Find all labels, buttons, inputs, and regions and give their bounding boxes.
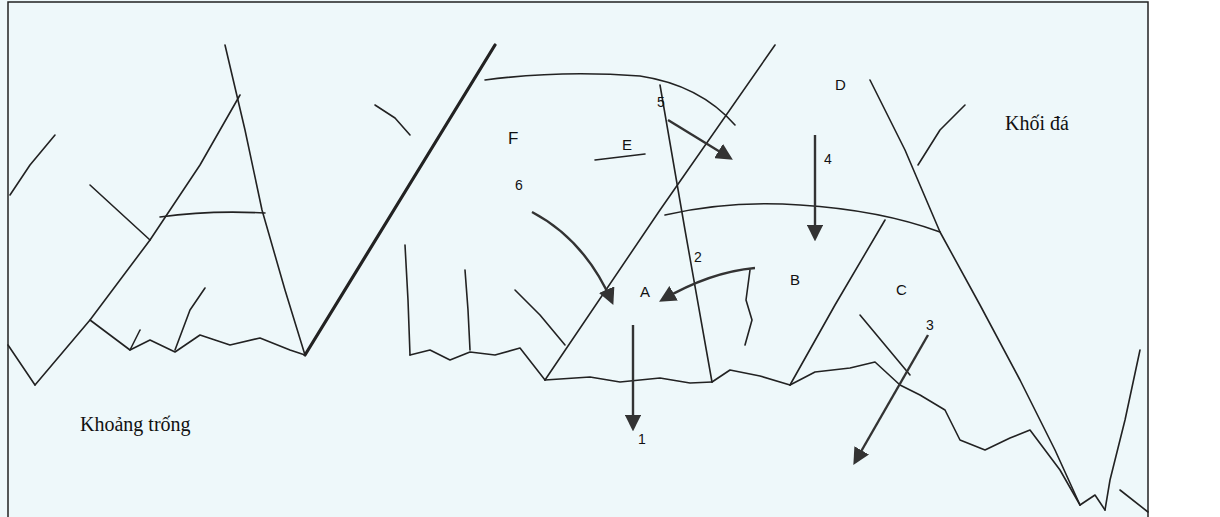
callout-number: 5 [657, 95, 665, 109]
callout-number: 2 [694, 250, 702, 264]
block-letter: C [896, 282, 907, 297]
block-letter: F [508, 130, 518, 147]
region-name: Khoảng trống [80, 414, 191, 434]
callout-number: 6 [515, 178, 523, 192]
block-letter: B [790, 272, 800, 287]
block-letter: D [835, 77, 846, 92]
callout-number: 3 [926, 318, 934, 332]
block-letter: A [640, 284, 650, 299]
region-name: Khối đá [1005, 113, 1069, 133]
block-letter: E [622, 137, 632, 152]
callout-number: 4 [824, 152, 832, 166]
callout-number: 1 [638, 432, 646, 446]
